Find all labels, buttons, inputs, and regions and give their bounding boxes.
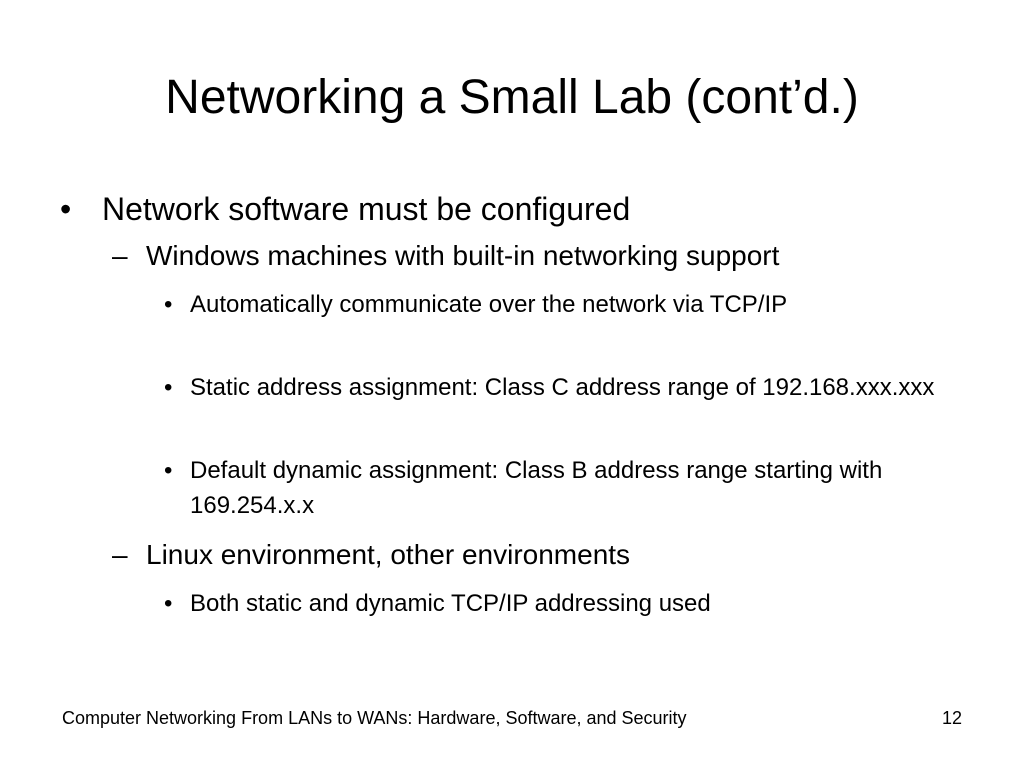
bullet-text: Automatically communicate over the netwo… [190,291,788,318]
dash-marker: – [112,539,128,570]
bullet-marker: • [164,291,173,318]
bullet-text: Both static and dynamic TCP/IP addressin… [190,590,711,617]
bullet-marker: • [164,590,173,617]
bullet-marker: • [164,374,173,401]
page-number: 12 [941,708,962,728]
bullet-text: Network software must be configured [102,191,631,227]
slide-content: • Network software must be configured – … [60,188,992,621]
slide-title: Networking a Small Lab (cont’d.) [165,71,859,124]
bullet-text: Linux environment, other environments [146,539,631,570]
bullet-level3-item: • Both static and dynamic TCP/IP address… [164,586,954,621]
bullet-marker: • [60,191,72,227]
bullet-level3-item: • Automatically communicate over the net… [164,287,954,322]
bullet-text: Static address assignment: Class C addre… [190,374,935,401]
footer-source: Computer Networking From LANs to WANs: H… [62,708,687,728]
bullet-text: Windows machines with built-in networkin… [146,240,780,271]
dash-marker: – [112,240,128,271]
bullet-level3-item: • Default dynamic assignment: Class B ad… [164,453,954,523]
bullet-level1-item: • Network software must be configured [60,188,960,230]
bullet-level3-item: • Static address assignment: Class C add… [164,370,954,405]
bullet-text: Default dynamic assignment: Class B addr… [190,457,883,519]
bullet-level2-item: – Linux environment, other environments [112,537,992,573]
bullet-level2-item: – Windows machines with built-in network… [112,238,992,274]
bullet-marker: • [164,457,173,484]
